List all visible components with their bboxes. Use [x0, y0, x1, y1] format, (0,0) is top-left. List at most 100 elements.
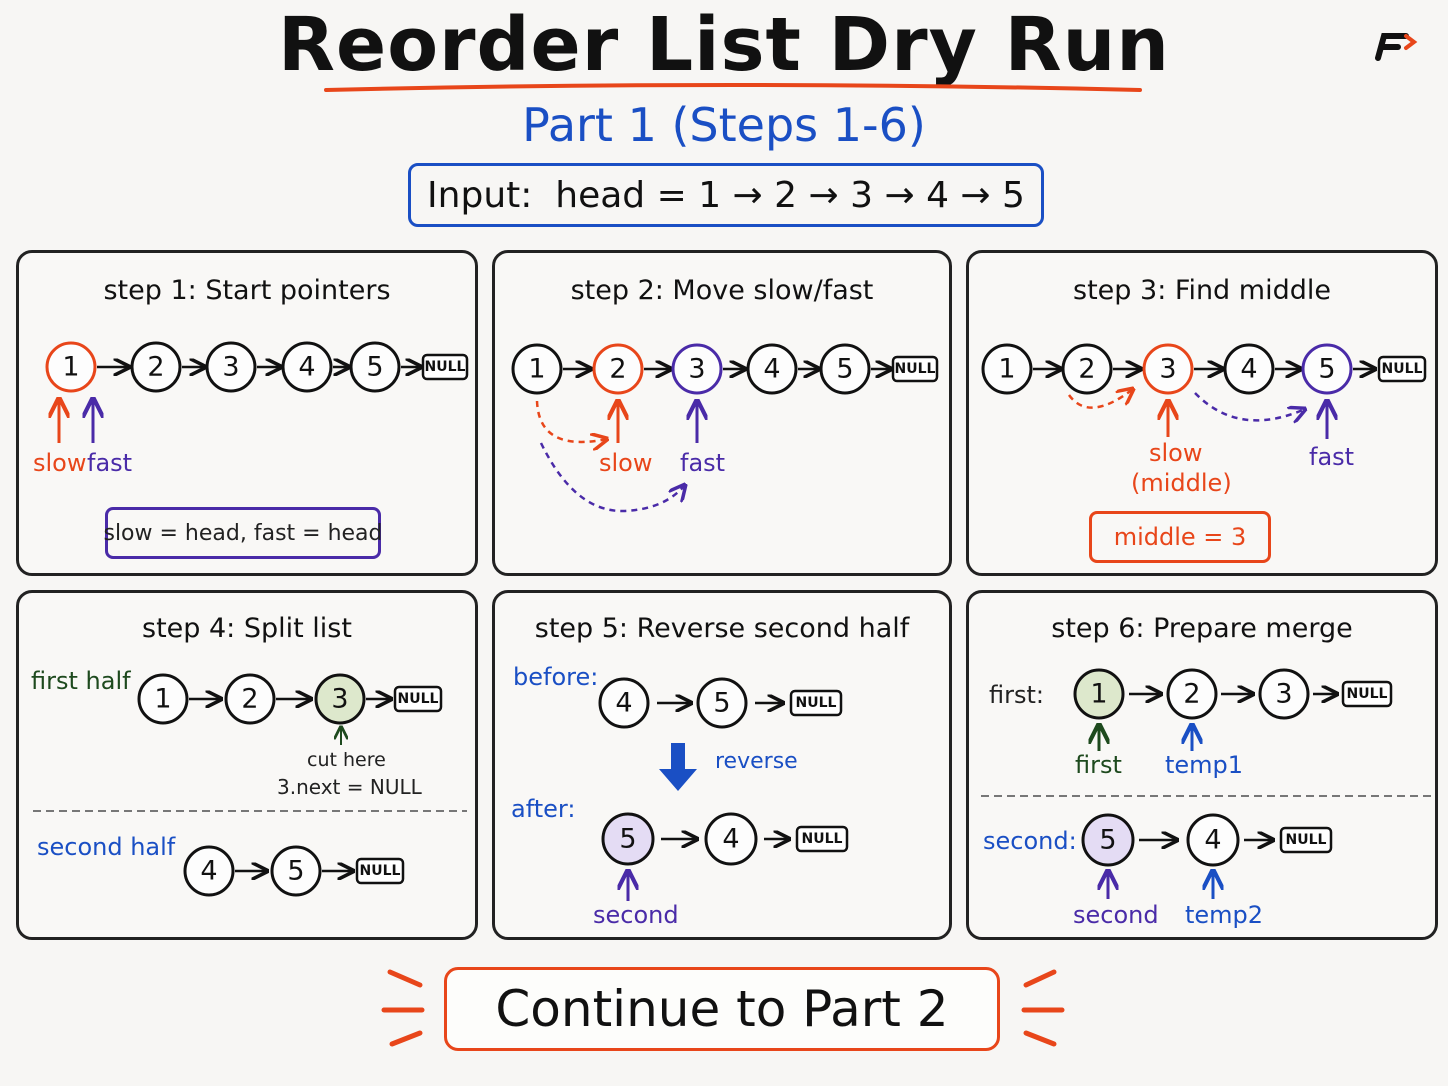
svg-text:2: 2: [147, 352, 164, 383]
list-node: 2: [1061, 343, 1113, 395]
fast-move-path: [1194, 392, 1305, 420]
slow-label: slow: [33, 449, 87, 477]
svg-text:NULL: NULL: [398, 691, 439, 707]
temp2-label: temp2: [1185, 901, 1264, 929]
list-node: 5: [1301, 343, 1353, 395]
list-node: 1: [981, 343, 1033, 395]
svg-text:3: 3: [688, 354, 705, 385]
first-pointer-label: first: [1075, 751, 1122, 779]
continue-label: Continue to Part 2: [495, 980, 949, 1038]
second-pointer-label: second: [1073, 901, 1159, 929]
slow-label: slow: [1149, 439, 1203, 467]
svg-text:NULL: NULL: [425, 359, 466, 375]
second-list-label: second:: [983, 827, 1077, 855]
svg-text:3: 3: [1159, 354, 1176, 385]
svg-text:NULL: NULL: [1286, 832, 1327, 848]
step-6-panel: step 6: Prepare merge first: 1 2 3 NULL …: [966, 590, 1438, 940]
svg-text:NULL: NULL: [895, 361, 936, 377]
list-node: 2: [224, 673, 276, 725]
list-node: 5: [696, 677, 748, 729]
fast-label: fast: [1309, 443, 1355, 471]
svg-text:1: 1: [1090, 679, 1107, 710]
cut-code: 3.next = NULL: [277, 775, 422, 799]
first-half-label: first half: [31, 667, 131, 695]
svg-text:1: 1: [998, 354, 1015, 385]
temp1-label: temp1: [1165, 751, 1244, 779]
step-1-code: slow = head, fast = head: [103, 520, 383, 546]
svg-text:2: 2: [1078, 354, 1095, 385]
page-title: Reorder List Dry Run: [278, 2, 1170, 88]
step-4-list: 1 2 3 NULL 4 5 NULL: [33, 673, 467, 897]
list-node: 5: [819, 343, 871, 395]
step-3-panel: step 3: Find middle 1 2 3 4 5 NULL slow …: [966, 250, 1438, 576]
svg-text:NULL: NULL: [802, 831, 843, 847]
svg-text:3: 3: [1275, 679, 1292, 710]
null-box: NULL: [421, 353, 469, 381]
slow-move-path: [535, 400, 607, 442]
null-box: NULL: [789, 689, 843, 717]
step-1-code-box: slow = head, fast = head: [103, 507, 383, 559]
null-box: NULL: [1341, 680, 1393, 708]
cut-here-label: cut here: [307, 749, 386, 771]
list-node: 3: [1142, 343, 1194, 395]
null-box: NULL: [795, 825, 849, 853]
step-5-panel: step 5: Reverse second half before: 4 5 …: [492, 590, 952, 940]
svg-text:NULL: NULL: [796, 695, 837, 711]
step-2-list: 1 2 3 4 5 NULL: [511, 343, 939, 513]
svg-text:NULL: NULL: [360, 863, 401, 879]
svg-text:4: 4: [1204, 825, 1221, 856]
step-4-panel: step 4: Split list first half 1 2 3 NULL…: [16, 590, 478, 940]
list-node: 5: [349, 341, 401, 393]
list-node: 2: [592, 343, 644, 395]
input-box: Input: head = 1 → 2 → 3 → 4 → 5: [408, 163, 1044, 227]
svg-text:4: 4: [1240, 354, 1257, 385]
step-3-code-box: middle = 3: [1089, 511, 1271, 563]
continue-button[interactable]: Continue to Part 2: [444, 967, 1000, 1051]
svg-text:1: 1: [154, 684, 171, 715]
list-node: 4: [281, 341, 333, 393]
step-6-list: 1 2 3 NULL 5 4 NULL: [981, 668, 1431, 899]
list-node: 2: [1166, 668, 1218, 720]
step-5-title: step 5: Reverse second half: [534, 613, 910, 644]
list-node: 4: [183, 845, 235, 897]
fast-label: fast: [680, 449, 726, 477]
list-node: 3: [1258, 668, 1310, 720]
svg-text:4: 4: [722, 824, 739, 855]
svg-text:4: 4: [615, 688, 632, 719]
list-node: 4: [1186, 813, 1240, 867]
step-4-title: step 4: Split list: [142, 613, 352, 644]
reverse-label: reverse: [715, 749, 798, 774]
null-box: NULL: [1377, 355, 1427, 383]
step-5-list: 4 5 NULL 5 4 NULL: [598, 677, 849, 901]
svg-text:5: 5: [836, 354, 853, 385]
second-label: second: [593, 901, 679, 929]
slow-label: slow: [599, 449, 653, 477]
step-1-title: step 1: Start pointers: [103, 275, 391, 306]
null-box: NULL: [393, 685, 443, 713]
list-node: 4: [704, 812, 758, 866]
null-box: NULL: [1279, 826, 1333, 854]
svg-text:4: 4: [298, 352, 315, 383]
step-3-list: 1 2 3 4 5 NULL: [981, 343, 1427, 439]
svg-text:5: 5: [713, 688, 730, 719]
before-label: before:: [513, 663, 599, 691]
after-label: after:: [511, 795, 576, 823]
svg-text:NULL: NULL: [1347, 686, 1388, 702]
svg-text:5: 5: [1318, 354, 1335, 385]
svg-text:1: 1: [528, 354, 545, 385]
list-node: 3: [205, 341, 257, 393]
svg-text:1: 1: [62, 352, 79, 383]
reverse-arrow-icon: [659, 743, 697, 791]
list-node: 2: [130, 341, 182, 393]
list-node: 4: [746, 343, 798, 395]
null-box: NULL: [891, 355, 939, 383]
list-node: 4: [1223, 343, 1275, 395]
list-node: 1: [137, 673, 189, 725]
svg-text:5: 5: [366, 352, 383, 383]
step-1-list: 1 2 3 4 5 NULL: [45, 341, 469, 443]
subtitle: Part 1 (Steps 1-6): [522, 98, 926, 152]
list-node: 1: [1073, 668, 1125, 720]
list-node: 1: [45, 341, 97, 393]
svg-text:NULL: NULL: [1382, 361, 1423, 377]
step-2-panel: step 2: Move slow/fast 1 2 3 4 5 NULL sl…: [492, 250, 952, 576]
